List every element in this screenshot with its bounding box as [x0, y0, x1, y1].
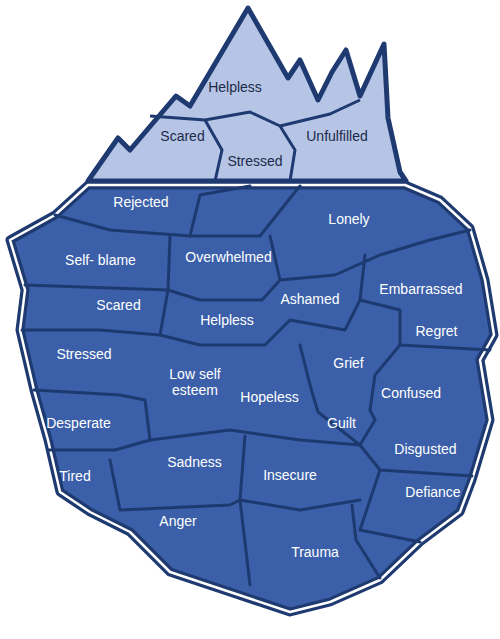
- hidden-emotion-region: Guilt: [325, 415, 358, 431]
- emotion-label: Hopeless: [238, 389, 301, 405]
- hidden-emotion-region: Confused: [379, 385, 443, 401]
- hidden-emotion-region: Anger: [157, 513, 199, 529]
- hidden-emotion-region: Disgusted: [392, 441, 459, 457]
- emotion-label: Desperate: [44, 415, 113, 431]
- emotion-label: Grief: [331, 355, 366, 371]
- hidden-emotion-region: Regret: [413, 323, 460, 339]
- hidden-emotion-region: Lonely: [326, 211, 372, 227]
- hidden-emotion-region: Hopeless: [238, 389, 301, 405]
- hidden-emotion-region: Rejected: [111, 194, 171, 210]
- emotion-label: Disgusted: [392, 441, 459, 457]
- emotion-label: Anger: [157, 513, 199, 529]
- hidden-emotion-region: Helpless: [198, 312, 256, 328]
- emotion-label: Rejected: [111, 194, 171, 210]
- emotion-label: Guilt: [325, 415, 358, 431]
- emotion-label: Unfulfilled: [304, 128, 370, 144]
- emotion-label: Defiance: [403, 484, 463, 500]
- hidden-emotion-region: Self- blame: [63, 252, 138, 268]
- hidden-emotion-region: Stressed: [54, 346, 114, 362]
- tip-emotion-region: Unfulfilled: [304, 128, 370, 144]
- emotion-label: Confused: [379, 385, 443, 401]
- emotion-label: Helpless: [206, 79, 264, 95]
- emotion-label: Scared: [158, 128, 207, 144]
- hidden-emotion-region: Tired: [57, 468, 93, 484]
- tip-emotion-region: Helpless: [206, 79, 264, 95]
- tip-emotion-region: Stressed: [225, 153, 285, 169]
- hidden-emotion-region: Grief: [331, 355, 366, 371]
- hidden-emotion-region: Trauma: [289, 544, 341, 560]
- emotion-label: Stressed: [225, 153, 285, 169]
- hidden-emotion-region: Ashamed: [278, 291, 342, 307]
- emotion-label: Lonely: [326, 211, 372, 227]
- emotion-label: Low self esteem: [164, 366, 226, 398]
- tip-emotion-region: Scared: [158, 128, 207, 144]
- hidden-emotion-region: Desperate: [44, 415, 113, 431]
- hidden-emotion-region: Embarrassed: [377, 281, 465, 297]
- emotion-label: Helpless: [198, 312, 256, 328]
- emotion-label: Overwhelmed: [183, 249, 274, 265]
- hidden-emotion-region: Low self esteem: [164, 366, 230, 398]
- emotion-label: Insecure: [261, 467, 319, 483]
- emotion-label: Scared: [94, 297, 143, 313]
- emotion-label: Tired: [57, 468, 93, 484]
- hidden-emotion-region: Sadness: [165, 454, 224, 470]
- emotion-label: Self- blame: [63, 252, 138, 268]
- emotion-label: Trauma: [289, 544, 341, 560]
- hidden-emotion-region: Defiance: [403, 484, 463, 500]
- emotion-label: Embarrassed: [377, 281, 465, 297]
- emotion-label: Ashamed: [278, 291, 342, 307]
- hidden-emotion-region: Scared: [94, 297, 143, 313]
- hidden-emotion-region: Insecure: [261, 467, 319, 483]
- emotion-label: Sadness: [165, 454, 224, 470]
- hidden-emotion-region: Overwhelmed: [183, 249, 274, 265]
- emotion-label: Regret: [413, 323, 460, 339]
- emotion-label: Stressed: [54, 346, 114, 362]
